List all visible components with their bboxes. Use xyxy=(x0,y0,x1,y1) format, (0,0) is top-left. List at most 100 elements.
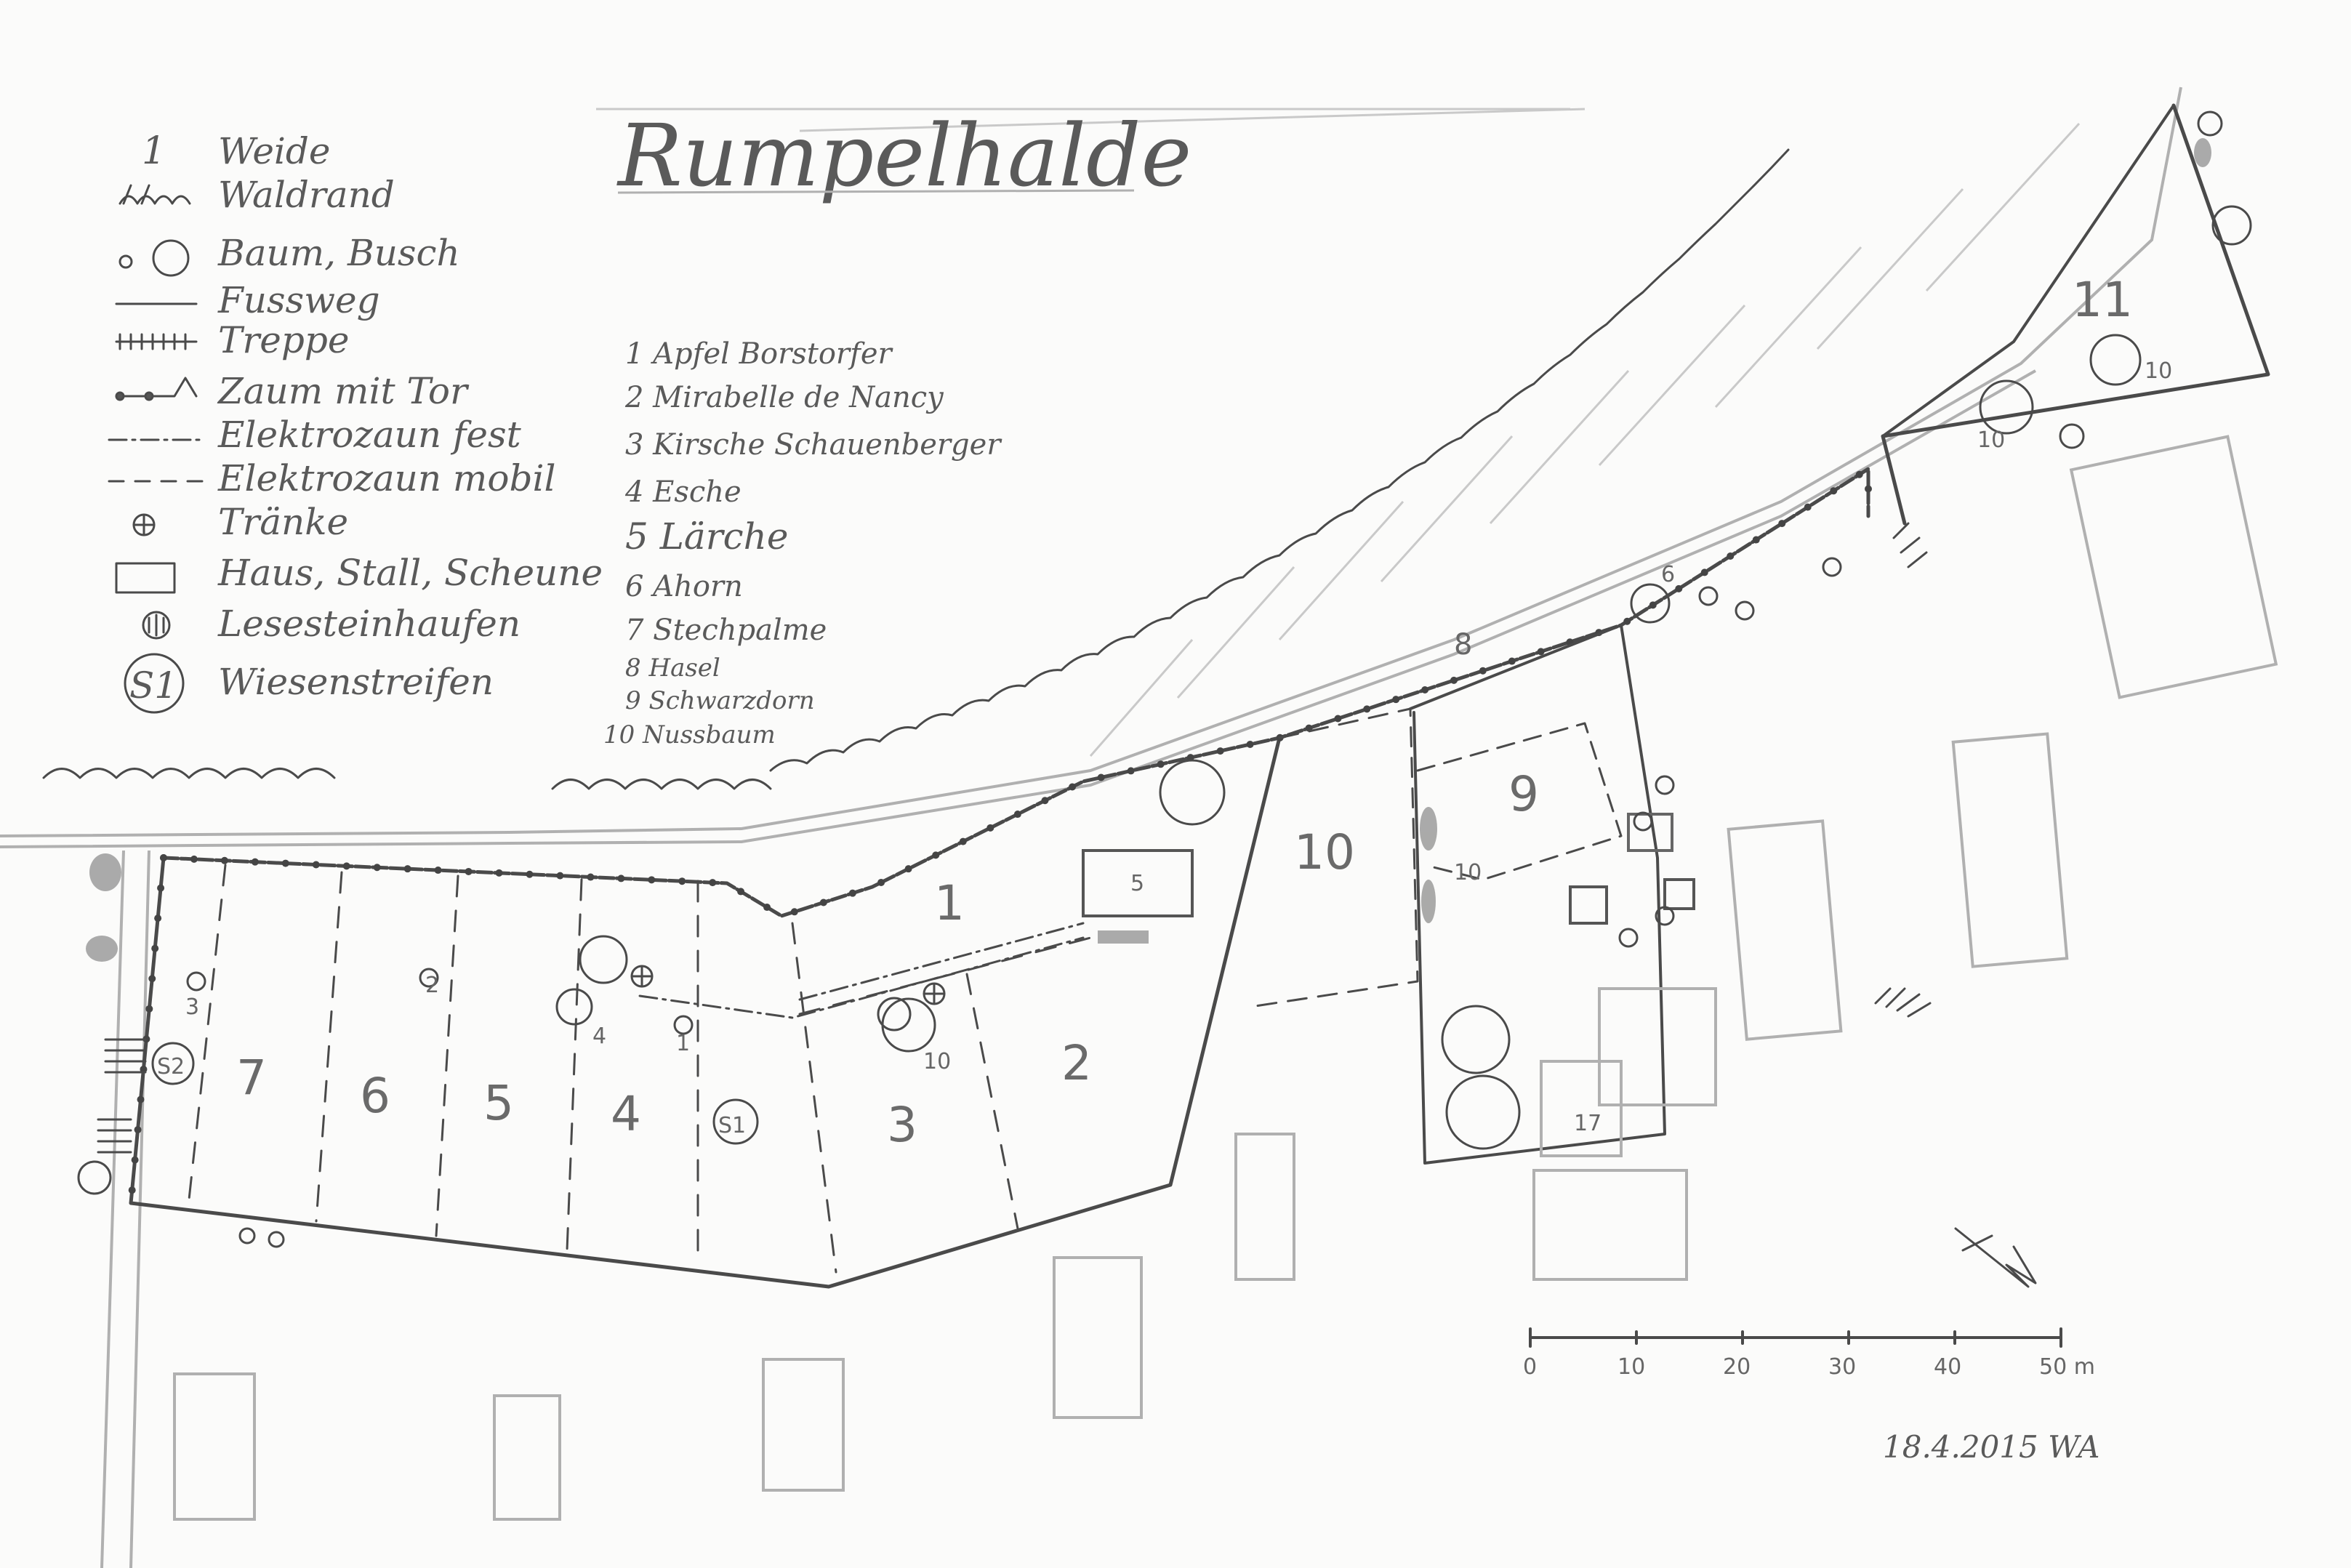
pasture-2: 2 xyxy=(1061,1035,1092,1091)
scale-tick-20: 20 xyxy=(1723,1354,1751,1380)
pasture-9-inner xyxy=(1416,722,1623,881)
fence-post xyxy=(1334,715,1342,723)
tree-list-8: 8 Hasel xyxy=(625,654,720,683)
legend-label-wiesenstreifen: Wiesenstreifen xyxy=(218,661,494,703)
tree-marker-4: 4 xyxy=(592,1024,606,1049)
fence-post xyxy=(1508,657,1516,665)
pasture-1: 1 xyxy=(934,875,965,931)
main-fence xyxy=(161,467,1870,918)
fence-post xyxy=(465,867,473,875)
fence-post xyxy=(1727,552,1735,560)
fence-post xyxy=(986,824,994,832)
fence-post xyxy=(251,858,259,866)
fence-post xyxy=(1216,747,1224,755)
tree-marker-2: 2 xyxy=(425,973,439,998)
fence-post xyxy=(190,855,198,863)
fence-post xyxy=(556,872,564,880)
legend-label-baum-busch: Baum, Busch xyxy=(217,232,460,274)
fence-post xyxy=(495,869,503,877)
pasture-7: 7 xyxy=(236,1050,267,1106)
pasture-numbers: 1 2 3 4 5 6 7 9 10 11 xyxy=(236,272,2133,1153)
fence-post xyxy=(1804,503,1812,511)
fence-post xyxy=(160,854,167,861)
tree-list-1: 1 Apfel Borstorfer xyxy=(625,337,894,371)
fence-post xyxy=(617,875,625,882)
fence-post xyxy=(587,873,595,881)
tree-marker-10d: 10 xyxy=(1977,427,2005,453)
fence-post xyxy=(1865,485,1872,493)
tree-marker-6: 6 xyxy=(1661,562,1675,587)
tree-list-4: 4 Esche xyxy=(624,475,742,509)
fence-post xyxy=(737,888,745,896)
pasture-11: 11 xyxy=(2072,272,2133,328)
tree-list-9: 9 Schwarzdorn xyxy=(625,686,815,715)
scale-tick-0: 0 xyxy=(1523,1354,1537,1380)
pasture-9-outline xyxy=(1409,624,1666,1165)
fence-post xyxy=(1013,811,1021,819)
fence-post xyxy=(373,864,381,872)
road-stairs xyxy=(97,522,1928,1154)
dark-bushes xyxy=(86,138,2211,962)
fence-post xyxy=(790,908,798,916)
tree-marker-1: 1 xyxy=(676,1031,690,1056)
scale-labels: 0 10 20 30 40 50 m xyxy=(1523,1354,2095,1380)
fence-post xyxy=(1479,667,1487,675)
fence-post xyxy=(1700,568,1708,576)
legend-label-weide: Weide xyxy=(218,130,331,172)
hillside-hatching xyxy=(596,108,2081,757)
pasture-10-outline xyxy=(1249,707,1419,1008)
main-pasture-outline xyxy=(129,736,1282,1289)
fence-post xyxy=(403,865,411,873)
fence-post xyxy=(959,837,967,845)
fence-post xyxy=(1855,470,1863,478)
legend-label-treppe: Treppe xyxy=(218,319,349,361)
legend-label-elektrozaun-fest: Elektrozaun fest xyxy=(217,414,522,456)
fence-post xyxy=(1363,705,1371,713)
legend-label-lesestein: Lesesteinhaufen xyxy=(217,603,521,645)
fence-post xyxy=(1537,648,1545,656)
signature: 18.4.2015 WA xyxy=(1883,1429,2100,1465)
map-title: Rumpelhalde xyxy=(616,105,1191,206)
tree-list-3: 3 Kirsche Schauenberger xyxy=(625,428,1002,462)
stone-pile xyxy=(1874,987,1932,1018)
forest-edge xyxy=(42,148,1790,790)
fence-post xyxy=(848,889,856,897)
tree-marker-10c: 10 xyxy=(2145,358,2172,384)
fence-post xyxy=(157,884,165,892)
fence-post xyxy=(1675,584,1683,592)
fence-post xyxy=(131,1156,139,1164)
fence-post xyxy=(819,898,827,906)
pasture-3: 3 xyxy=(887,1097,917,1153)
buildings xyxy=(173,435,2278,1521)
title-underline xyxy=(617,189,1135,194)
tree-list-2: 2 Mirabelle de Nancy xyxy=(624,381,944,414)
tree-list-7: 7 Stechpalme xyxy=(625,614,827,647)
fence-post xyxy=(1421,686,1429,694)
inner-path xyxy=(638,936,1085,1019)
tree-list-5: 5 Lärche xyxy=(625,515,788,558)
fence-post xyxy=(154,914,162,922)
fence-post xyxy=(1069,783,1077,791)
fence-post xyxy=(342,862,350,870)
fence-post xyxy=(434,867,442,875)
fence-post xyxy=(220,856,228,864)
pasture-5: 5 xyxy=(483,1075,514,1131)
tree-list-10: 10 Nussbaum xyxy=(603,720,776,749)
scale-tick-40: 40 xyxy=(1934,1354,1961,1380)
scale-tick-50: 50 m xyxy=(2039,1354,2095,1380)
scale-bar xyxy=(1529,1327,2062,1348)
fence-post xyxy=(1246,740,1254,748)
pasture-10: 10 xyxy=(1294,824,1355,880)
fence-post xyxy=(877,878,885,886)
pasture-9: 9 xyxy=(1508,766,1539,822)
fence-post xyxy=(145,1005,153,1013)
fence-post xyxy=(1778,520,1786,528)
legend-label-zaun-tor: Zaum mit Tor xyxy=(217,370,470,412)
footpath-lower xyxy=(0,369,2036,848)
fence-post xyxy=(526,870,534,878)
trees-bushes xyxy=(77,110,2252,1248)
footpath xyxy=(0,87,2182,837)
pasture-11-top xyxy=(1881,104,2175,438)
fence-post xyxy=(137,1095,145,1103)
